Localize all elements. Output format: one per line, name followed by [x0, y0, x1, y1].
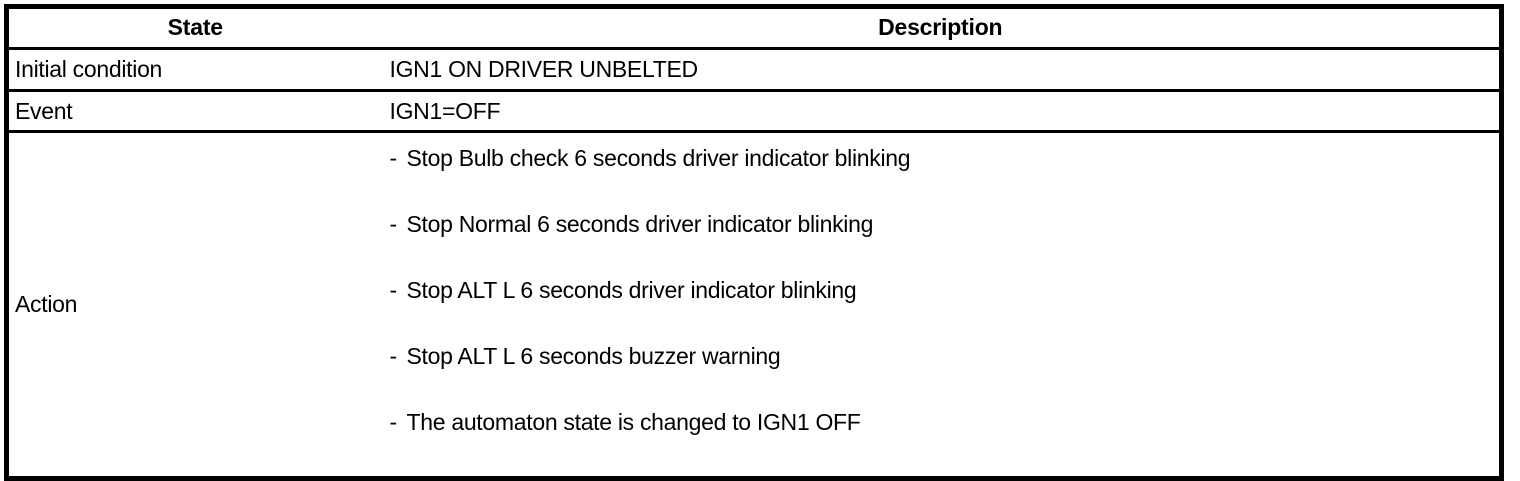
cell-description-action: -Stop Bulb check 6 seconds driver indica…	[381, 131, 1502, 479]
cell-state-event-label: Event	[15, 97, 73, 124]
column-header-state-label: State	[167, 14, 223, 41]
list-bullet-dash: -	[389, 211, 398, 237]
action-list-item: -Stop Normal 6 seconds driver indicator …	[389, 211, 1500, 278]
cell-state-action: Action	[6, 131, 382, 479]
cell-description-event-label: IGN1=OFF	[389, 97, 501, 124]
table-row-initial-condition: Initial condition IGN1 ON DRIVER UNBELTE…	[6, 48, 1502, 92]
action-list-item-label: Stop ALT L 6 seconds driver indicator bl…	[406, 277, 857, 303]
cell-state-event: Event	[6, 90, 382, 133]
list-bullet-dash: -	[389, 277, 398, 303]
action-list-item: -The automaton state is changed to IGN1 …	[389, 409, 1500, 476]
action-list-item-label: Stop ALT L 6 seconds buzzer warning	[406, 343, 781, 369]
action-list-item: -Stop ALT L 6 seconds driver indicator b…	[389, 277, 1500, 344]
cell-state-initial-condition-label: Initial condition	[15, 56, 163, 83]
action-list-item: -Stop ALT L 6 seconds buzzer warning	[389, 343, 1500, 410]
column-header-description-label: Description	[878, 14, 1003, 41]
list-bullet-dash: -	[389, 409, 398, 435]
table-row-action: Action -Stop Bulb check 6 seconds driver…	[6, 131, 1502, 479]
column-header-state: State	[6, 6, 382, 50]
cell-state-action-label: Action	[15, 291, 78, 318]
column-header-description: Description	[381, 6, 1502, 50]
cell-description-event: IGN1=OFF	[381, 90, 1502, 133]
document-page: State Description Initial condition IGN1…	[4, 4, 1504, 481]
action-item-list: -Stop Bulb check 6 seconds driver indica…	[382, 133, 1500, 476]
cell-description-initial-condition-label: IGN1 ON DRIVER UNBELTED	[389, 56, 699, 83]
list-bullet-dash: -	[389, 145, 398, 171]
action-list-item-label: Stop Bulb check 6 seconds driver indicat…	[406, 145, 911, 171]
cell-state-initial-condition: Initial condition	[6, 48, 382, 92]
table-row-event: Event IGN1=OFF	[6, 90, 1502, 133]
list-bullet-dash: -	[389, 343, 398, 369]
action-list-item: -Stop Bulb check 6 seconds driver indica…	[389, 145, 1500, 212]
action-list-item-label: The automaton state is changed to IGN1 O…	[406, 409, 861, 435]
cell-description-initial-condition: IGN1 ON DRIVER UNBELTED	[381, 48, 1502, 92]
action-list-item-label: Stop Normal 6 seconds driver indicator b…	[406, 211, 874, 237]
table-header-row: State Description	[6, 6, 1502, 50]
state-description-table: State Description Initial condition IGN1…	[4, 4, 1504, 481]
